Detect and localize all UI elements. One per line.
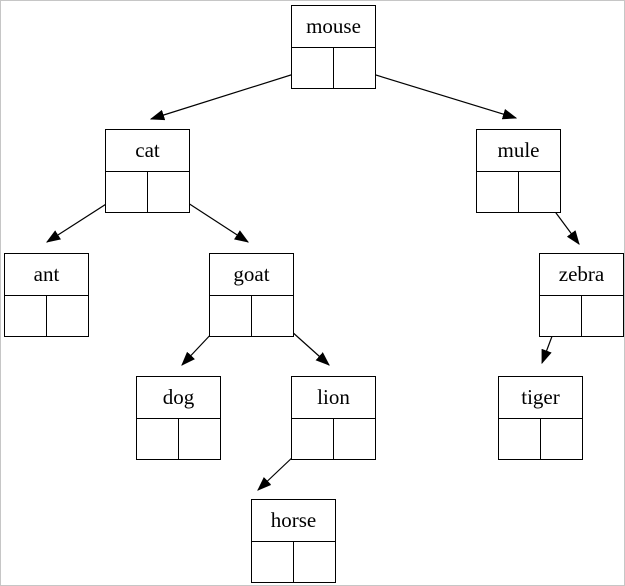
edge-mouse-right-to-mule — [352, 67, 518, 120]
node-pointer-cells — [5, 295, 88, 337]
tree-node-horse: horse — [251, 499, 336, 583]
node-pointer-cells — [106, 171, 189, 213]
tree-node-zebra: zebra — [539, 253, 624, 337]
node-label: mule — [477, 130, 560, 172]
right-pointer-cell — [334, 419, 375, 460]
tree-node-ant: ant — [4, 253, 89, 337]
right-pointer-cell — [47, 296, 88, 337]
right-pointer-cell — [334, 48, 375, 89]
tree-node-tiger: tiger — [498, 376, 583, 460]
left-pointer-cell — [210, 295, 252, 336]
node-label: tiger — [499, 377, 582, 419]
tree-node-mouse: mouse — [291, 5, 376, 89]
left-pointer-cell — [252, 541, 294, 582]
left-pointer-cell — [5, 295, 47, 336]
node-pointer-cells — [292, 418, 375, 460]
node-label: horse — [252, 500, 335, 542]
right-pointer-cell — [179, 419, 220, 460]
node-label: cat — [106, 130, 189, 172]
left-pointer-cell — [540, 295, 582, 336]
tree-node-goat: goat — [209, 253, 294, 337]
tree-node-mule: mule — [476, 129, 561, 213]
node-pointer-cells — [499, 418, 582, 460]
node-label: dog — [137, 377, 220, 419]
tree-node-lion: lion — [291, 376, 376, 460]
right-pointer-cell — [252, 296, 293, 337]
right-pointer-cell — [519, 172, 560, 213]
right-pointer-cell — [294, 542, 335, 583]
right-pointer-cell — [148, 172, 189, 213]
node-pointer-cells — [137, 418, 220, 460]
left-pointer-cell — [137, 418, 179, 459]
tree-node-dog: dog — [136, 376, 221, 460]
node-pointer-cells — [292, 47, 375, 89]
left-pointer-cell — [292, 47, 334, 88]
node-pointer-cells — [477, 171, 560, 213]
node-pointer-cells — [252, 541, 335, 583]
left-pointer-cell — [499, 418, 541, 459]
right-pointer-cell — [541, 419, 582, 460]
node-pointer-cells — [540, 295, 623, 337]
node-label: ant — [5, 254, 88, 296]
right-pointer-cell — [582, 296, 623, 337]
node-label: mouse — [292, 6, 375, 48]
edge-mouse-left-to-cat — [149, 67, 314, 121]
left-pointer-cell — [106, 171, 148, 212]
node-label: lion — [292, 377, 375, 419]
node-label: zebra — [540, 254, 623, 296]
node-label: goat — [210, 254, 293, 296]
tree-node-cat: cat — [105, 129, 190, 213]
left-pointer-cell — [292, 418, 334, 459]
left-pointer-cell — [477, 171, 519, 212]
node-pointer-cells — [210, 295, 293, 337]
